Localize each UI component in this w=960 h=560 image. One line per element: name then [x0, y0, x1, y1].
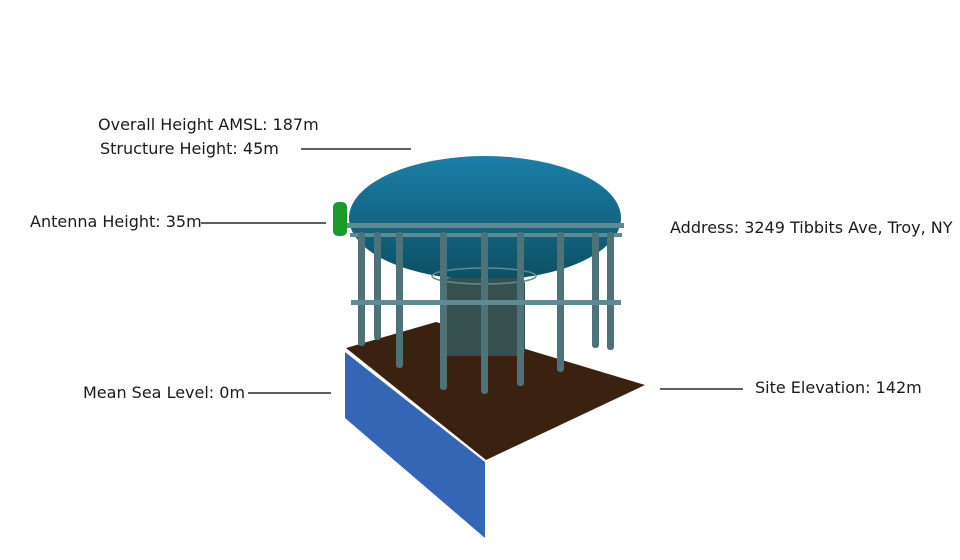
antenna — [333, 202, 347, 236]
tower-leg — [481, 232, 488, 394]
label-mean-sea-level: Mean Sea Level: 0m — [83, 383, 246, 402]
tower-legs — [358, 232, 614, 394]
ground-plot — [346, 322, 645, 460]
tower-leg — [592, 232, 599, 348]
label-site-elevation: Site Elevation: 142m — [755, 378, 922, 397]
sea-level-panel — [345, 352, 485, 538]
tower-leg — [374, 232, 381, 340]
tower-leg — [440, 232, 447, 390]
label-structure-height: Structure Height: 45m — [100, 139, 279, 158]
tower-leg — [517, 232, 524, 386]
upper-gallery-band — [346, 223, 624, 228]
label-overall-height: Overall Height AMSL: 187m — [98, 115, 319, 134]
label-address: Address: 3249 Tibbits Ave, Troy, NY — [670, 218, 953, 237]
label-antenna-height: Antenna Height: 35m — [30, 212, 202, 231]
lower-brace-band — [351, 300, 621, 305]
tower-leg — [358, 232, 365, 346]
tank-body — [349, 156, 621, 280]
tower-leg — [607, 232, 614, 350]
